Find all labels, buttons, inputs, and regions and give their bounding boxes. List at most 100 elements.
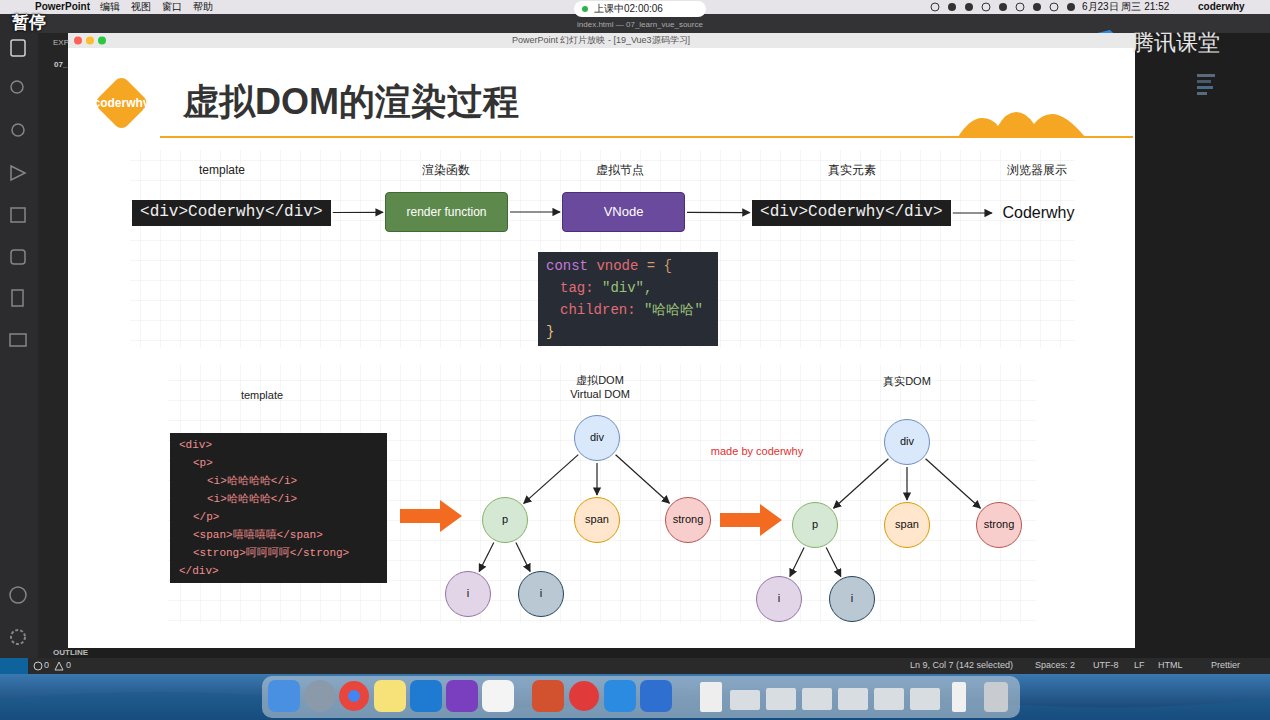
dock-window	[766, 688, 796, 710]
menu-item: 窗口	[162, 1, 182, 13]
menu-icon	[948, 3, 956, 11]
code-token: = {	[647, 255, 672, 277]
connector-arrow	[826, 547, 841, 576]
tree-node-circle: p	[792, 502, 838, 548]
tree-node-circle: i	[518, 571, 564, 617]
editor-title: index.html — 07_learn_vue_source	[577, 20, 703, 29]
transform-arrow	[400, 500, 462, 532]
section-heading: template	[241, 389, 283, 402]
node-label: render function	[406, 205, 486, 219]
code-line: }	[546, 321, 563, 343]
logo-diamond	[92, 73, 151, 132]
activity-icon	[11, 166, 25, 180]
activity-icon	[12, 124, 24, 136]
menu-item: 编辑	[100, 1, 120, 13]
connector-arrow	[479, 542, 494, 571]
code-line: children:"哈哈哈"	[546, 299, 711, 321]
connector-arrow	[596, 463, 597, 495]
dock-icon	[532, 680, 564, 712]
window-title-bar	[68, 33, 1135, 48]
tree-node-label: i	[851, 592, 853, 605]
connector-arrow	[906, 467, 907, 500]
remote-indicator	[0, 658, 28, 674]
code-line: <i>哈哈哈哈</i>	[179, 490, 304, 508]
tree-node-circle: strong	[976, 502, 1022, 548]
status-item: Prettier	[1211, 660, 1240, 670]
panel-heading: EXP	[53, 38, 69, 47]
slide	[68, 48, 1135, 648]
code-token: "div",	[602, 277, 652, 299]
panel-heading: OUTLINE	[53, 648, 88, 657]
dock-icon	[339, 681, 369, 711]
menu-icon	[931, 3, 939, 11]
title-decoration	[958, 112, 1085, 137]
column-heading: 浏览器展示	[1007, 164, 1067, 178]
activity-icon	[11, 250, 25, 264]
tree-node-label: p	[502, 513, 508, 526]
tree-node-circle: div	[574, 415, 620, 461]
dock-window	[874, 688, 904, 710]
watermark: 腾讯课堂	[1132, 30, 1220, 55]
minimap-line	[1197, 80, 1211, 83]
code-line: <span>嘻嘻嘻嘻</span>	[179, 526, 329, 544]
status-item: Ln 9, Col 7 (142 selected)	[910, 660, 1013, 670]
code-line: <p>	[179, 454, 219, 472]
code-token: <i>哈哈哈哈</i>	[207, 472, 297, 490]
status-count: 0	[44, 660, 49, 670]
tree-node-label: p	[812, 518, 818, 531]
menu-item: 帮助	[193, 1, 213, 13]
tree-node-circle: strong	[665, 497, 711, 543]
activity-icon	[11, 40, 25, 56]
output-text-box: Coderwhy	[994, 200, 1083, 226]
dock	[262, 676, 1020, 718]
process-box: VNode	[562, 192, 685, 232]
dock-icon	[700, 682, 722, 712]
menu-icon	[1067, 3, 1075, 11]
code-token: tag:	[560, 277, 594, 299]
menu-item: PowerPoint	[35, 1, 90, 13]
connector-arrow	[616, 455, 670, 504]
tree-node-label: i	[467, 587, 469, 600]
grid-background	[130, 150, 1075, 348]
editor-panel	[1135, 33, 1270, 658]
code-token: <i>哈哈哈哈</i>	[207, 490, 297, 508]
code-token: <span>嘻嘻嘻嘻</span>	[193, 526, 323, 544]
dock-icon	[569, 681, 599, 711]
tree-node-label: i	[778, 592, 780, 605]
status-item: Spaces: 2	[1035, 660, 1075, 670]
dock-window	[838, 688, 868, 710]
label-pause: 暂停	[12, 13, 46, 33]
code-token: }	[546, 321, 554, 343]
connector-arrow	[516, 543, 530, 572]
tree-node-circle: span	[884, 502, 930, 548]
code-token: <div>	[179, 436, 212, 454]
code-token: </p>	[193, 508, 219, 526]
menu-icon	[1033, 3, 1041, 11]
activity-icon	[10, 334, 26, 346]
connector-arrow	[687, 212, 750, 214]
menu-icon	[1016, 3, 1024, 11]
status-item: HTML	[1158, 660, 1183, 670]
slide-title: 虚拟DOM的渲染过程	[183, 78, 519, 127]
code-token: <strong>呵呵呵呵</strong>	[193, 544, 349, 562]
tree-node-label: div	[900, 435, 914, 448]
column-heading: template	[199, 164, 245, 178]
dock-window	[910, 688, 940, 710]
dock-icon	[410, 680, 442, 712]
code-box: <div>Coderwhy</div>	[132, 200, 331, 226]
dock-icon	[304, 680, 336, 712]
tree-node-circle: span	[574, 497, 620, 543]
tree-node-circle: div	[884, 419, 930, 465]
status-item: UTF-8	[1093, 660, 1119, 670]
section-heading: 虚拟DOM	[576, 374, 624, 387]
explorer-panel	[38, 33, 68, 658]
tree-node-circle: i	[829, 576, 875, 622]
window-button	[86, 37, 94, 45]
connector-arrow	[510, 211, 560, 212]
column-heading: 渲染函数	[422, 164, 470, 178]
code-box: <div>Coderwhy</div>	[752, 200, 951, 226]
node-label: <div>Coderwhy</div>	[760, 203, 942, 222]
minimap-line	[1197, 92, 1207, 95]
credit-note: made by coderwhy	[711, 445, 803, 458]
dock-icon	[268, 680, 300, 712]
